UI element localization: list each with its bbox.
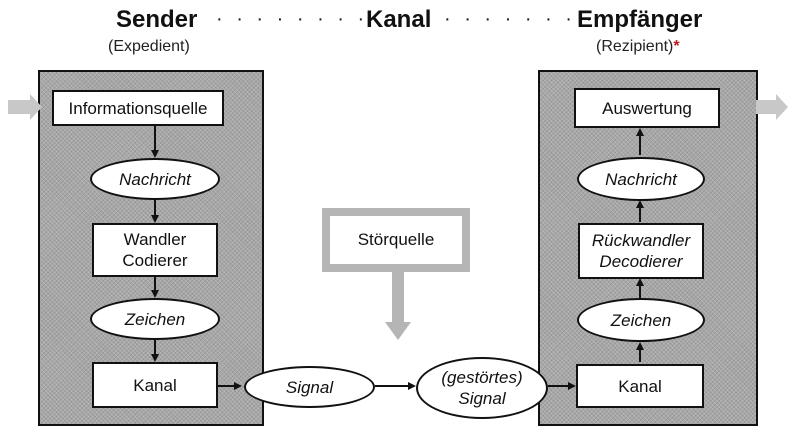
outgoing-flow-arrow bbox=[756, 94, 788, 120]
sender-subtitle: (Expedient) bbox=[108, 38, 190, 55]
encoder-box: Wandler Codierer bbox=[92, 223, 218, 277]
encoder-label-line2: Codierer bbox=[122, 251, 188, 270]
noise-source-box: Störquelle bbox=[322, 208, 470, 272]
message-label-sender: Nachricht bbox=[119, 169, 191, 189]
channel-box-receiver: Kanal bbox=[576, 364, 704, 408]
sender-title: Sender bbox=[116, 6, 198, 33]
information-source-box: Informationsquelle bbox=[52, 90, 224, 126]
decoder-label-line2: Decodierer bbox=[599, 252, 683, 271]
channel-label-sender: Kanal bbox=[133, 375, 177, 395]
disturbed-signal-ellipse: (gestörtes) Signal bbox=[416, 357, 548, 419]
receiver-title: Empfänger bbox=[577, 6, 703, 33]
disturbed-signal-line2: Signal bbox=[458, 389, 506, 408]
message-label-receiver: Nachricht bbox=[605, 169, 677, 189]
encoder-label-line1: Wandler bbox=[123, 230, 187, 249]
receiver-subtitle-group: (Rezipient)* bbox=[596, 38, 680, 56]
asterisk-mark: * bbox=[673, 38, 680, 55]
channel-label-receiver: Kanal bbox=[618, 376, 662, 396]
signal-ellipse: Signal bbox=[244, 366, 375, 408]
evaluation-label: Auswertung bbox=[602, 98, 692, 118]
decoder-label-line1: Rückwandler bbox=[591, 231, 691, 250]
signs-label-sender: Zeichen bbox=[124, 309, 186, 329]
receiver-subtitle: (Rezipient) bbox=[596, 38, 674, 55]
signs-ellipse-sender: Zeichen bbox=[90, 298, 220, 340]
decoder-box: Rückwandler Decodierer bbox=[578, 223, 704, 279]
message-ellipse-sender: Nachricht bbox=[90, 158, 220, 200]
header-dots-left: · · · · · · · · bbox=[216, 8, 369, 30]
disturbed-signal-line1: (gestörtes) bbox=[441, 368, 523, 387]
signal-label: Signal bbox=[285, 377, 334, 397]
channel-box-sender: Kanal bbox=[92, 362, 218, 408]
channel-title: Kanal bbox=[366, 6, 432, 33]
noise-arrow bbox=[385, 270, 411, 340]
incoming-flow-arrow bbox=[8, 94, 42, 120]
noise-source-label: Störquelle bbox=[357, 230, 435, 249]
evaluation-box: Auswertung bbox=[574, 88, 720, 128]
header-dots-right: · · · · · · · · bbox=[444, 8, 597, 30]
signs-ellipse-receiver: Zeichen bbox=[577, 298, 705, 342]
message-ellipse-receiver: Nachricht bbox=[577, 157, 705, 201]
signs-label-receiver: Zeichen bbox=[610, 310, 672, 330]
information-source-label: Informationsquelle bbox=[68, 98, 208, 118]
